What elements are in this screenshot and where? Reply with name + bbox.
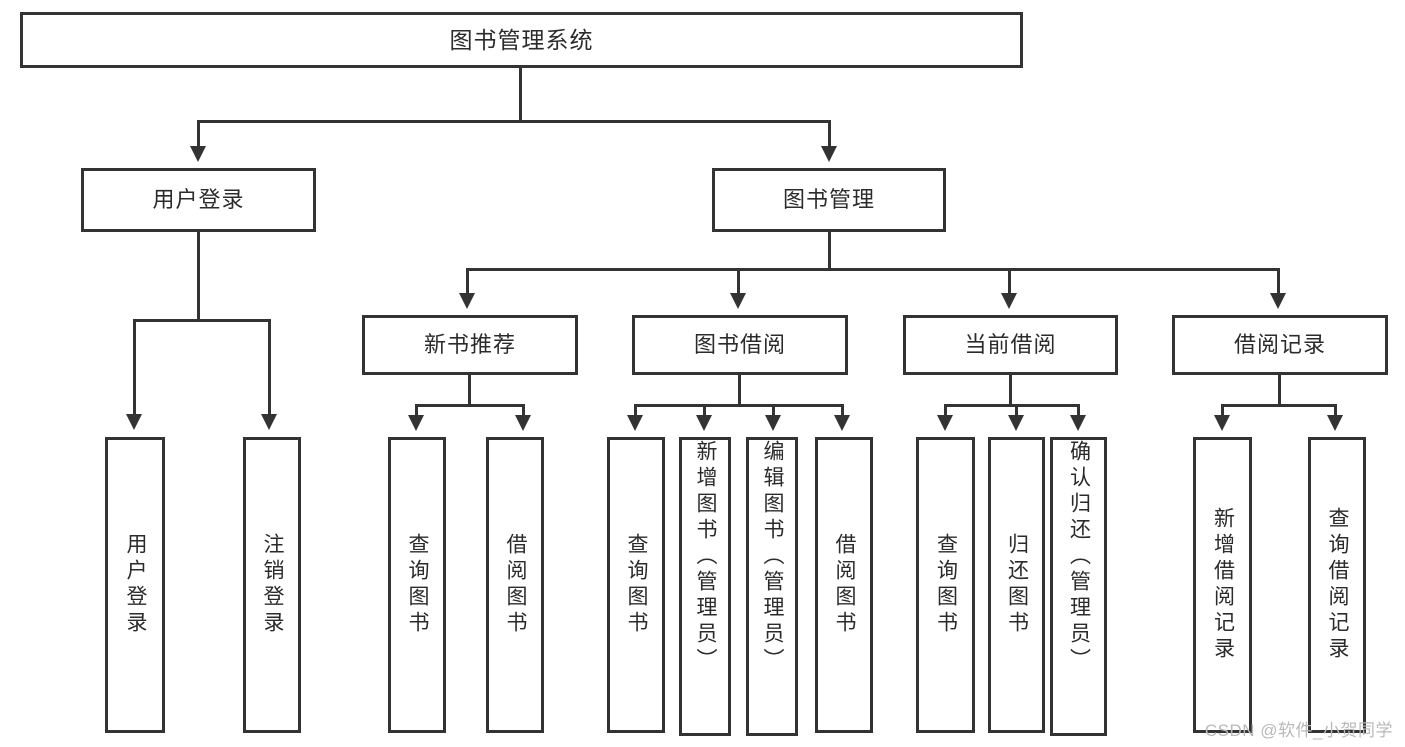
arrow-user-login-leaf-2 xyxy=(261,414,277,430)
arrow-recommend-leaf-2 xyxy=(515,415,531,431)
connector-root-to-book-management xyxy=(828,120,831,147)
connector-borrow-drop-4 xyxy=(841,404,844,416)
leaf-borrow-4[interactable]: 借阅图书 xyxy=(815,437,873,733)
node-book-management-label: 图书管理 xyxy=(782,187,875,213)
arrow-bm-to-borrow xyxy=(730,293,746,309)
node-user-login[interactable]: 用户登录 xyxy=(81,168,316,232)
connector-root-to-user-login xyxy=(197,120,200,147)
leaf-current-3-label: 确认归还（管理员） xyxy=(1067,440,1091,674)
connector-book-management-stem xyxy=(828,232,831,270)
arrow-user-login-leaf-1 xyxy=(126,414,142,430)
connector-root-stem xyxy=(519,68,522,122)
connector-current-drop-1 xyxy=(944,404,947,416)
leaf-user-login-1-label: 用户登录 xyxy=(124,533,148,637)
leaf-borrow-1[interactable]: 查询图书 xyxy=(607,437,665,733)
connector-recommend-stem xyxy=(468,375,471,406)
leaf-record-2-label: 查询借阅记录 xyxy=(1326,507,1350,663)
leaf-borrow-2-label: 新增图书（管理员） xyxy=(694,440,718,674)
leaf-record-1[interactable]: 新增借阅记录 xyxy=(1193,437,1252,733)
connector-record-drop-1 xyxy=(1221,404,1224,416)
node-root-system-label: 图书管理系统 xyxy=(449,26,594,53)
arrow-bm-to-record xyxy=(1270,293,1286,309)
node-new-book-recommend[interactable]: 新书推荐 xyxy=(362,315,578,375)
connector-borrow-drop-1 xyxy=(634,404,637,416)
leaf-user-login-2[interactable]: 注销登录 xyxy=(243,437,301,733)
arrow-record-leaf-1 xyxy=(1214,415,1230,431)
connector-bm-to-recommend xyxy=(466,268,469,294)
leaf-user-login-1[interactable]: 用户登录 xyxy=(105,437,165,733)
leaf-borrow-3-label: 编辑图书（管理员） xyxy=(761,440,785,674)
csdn-watermark: CSDN @软件_小贺同学 xyxy=(1204,721,1393,740)
arrow-root-to-user-login xyxy=(190,146,206,162)
node-current-borrow[interactable]: 当前借阅 xyxy=(903,315,1118,375)
leaf-record-1-label: 新增借阅记录 xyxy=(1211,507,1235,663)
arrow-current-leaf-2 xyxy=(1008,415,1024,431)
connector-current-bar xyxy=(944,404,1079,407)
connector-recommend-bar xyxy=(415,404,525,407)
connector-user-login-stem xyxy=(197,232,200,322)
arrow-borrow-leaf-4 xyxy=(834,415,850,431)
arrow-root-to-book-management xyxy=(821,146,837,162)
arrow-current-leaf-3 xyxy=(1070,415,1086,431)
connector-bm-to-borrow xyxy=(737,268,740,294)
leaf-borrow-3[interactable]: 编辑图书（管理员） xyxy=(746,437,798,736)
arrow-current-leaf-1 xyxy=(937,415,953,431)
connector-record-stem xyxy=(1278,375,1281,406)
leaf-borrow-4-label: 借阅图书 xyxy=(833,533,857,637)
node-book-borrow[interactable]: 图书借阅 xyxy=(632,315,848,375)
connector-record-bar xyxy=(1221,404,1337,407)
node-current-borrow-label: 当前借阅 xyxy=(964,332,1057,358)
leaf-recommend-2-label: 借阅图书 xyxy=(504,533,528,637)
node-root-system[interactable]: 图书管理系统 xyxy=(20,12,1023,68)
connector-record-drop-2 xyxy=(1334,404,1337,416)
leaf-current-2[interactable]: 归还图书 xyxy=(988,437,1045,733)
arrow-recommend-leaf-1 xyxy=(408,415,424,431)
arrow-bm-to-current xyxy=(1001,293,1017,309)
leaf-current-1-label: 查询图书 xyxy=(934,533,958,637)
connector-book-management-bar xyxy=(466,268,1278,271)
leaf-user-login-2-label: 注销登录 xyxy=(261,533,285,637)
connector-recommend-drop-1 xyxy=(415,404,418,416)
node-borrow-record-label: 借阅记录 xyxy=(1233,332,1326,358)
arrow-borrow-leaf-3 xyxy=(765,415,781,431)
arrow-bm-to-recommend xyxy=(459,293,475,309)
connector-user-login-right-drop xyxy=(268,319,271,415)
connector-borrow-drop-3 xyxy=(772,404,775,416)
node-book-management[interactable]: 图书管理 xyxy=(712,168,946,232)
connector-bm-to-current xyxy=(1008,268,1011,294)
leaf-current-2-label: 归还图书 xyxy=(1005,533,1029,637)
connector-borrow-bar xyxy=(634,404,844,407)
connector-recommend-drop-2 xyxy=(522,404,525,416)
connector-borrow-stem xyxy=(738,375,741,406)
leaf-recommend-1-label: 查询图书 xyxy=(406,533,430,637)
connector-bm-to-record xyxy=(1277,268,1280,294)
leaf-current-1[interactable]: 查询图书 xyxy=(916,437,975,733)
leaf-recommend-1[interactable]: 查询图书 xyxy=(388,437,446,733)
connector-user-login-bar xyxy=(133,319,268,322)
node-new-book-recommend-label: 新书推荐 xyxy=(423,332,516,358)
connector-current-stem xyxy=(1009,375,1012,406)
leaf-borrow-2[interactable]: 新增图书（管理员） xyxy=(679,437,731,736)
node-user-login-label: 用户登录 xyxy=(152,187,245,213)
arrow-borrow-leaf-2 xyxy=(696,415,712,431)
connector-borrow-drop-2 xyxy=(703,404,706,416)
node-borrow-record[interactable]: 借阅记录 xyxy=(1172,315,1388,375)
connector-user-login-left-drop xyxy=(133,319,136,415)
arrow-record-leaf-2 xyxy=(1327,415,1343,431)
arrow-borrow-leaf-1 xyxy=(627,415,643,431)
leaf-current-3[interactable]: 确认归还（管理员） xyxy=(1050,437,1107,736)
leaf-borrow-1-label: 查询图书 xyxy=(625,533,649,637)
connector-current-drop-3 xyxy=(1077,404,1080,416)
leaf-record-2[interactable]: 查询借阅记录 xyxy=(1308,437,1366,733)
connector-root-bar xyxy=(197,120,831,123)
leaf-recommend-2[interactable]: 借阅图书 xyxy=(486,437,544,733)
connector-current-drop-2 xyxy=(1015,404,1018,416)
node-book-borrow-label: 图书借阅 xyxy=(693,332,786,358)
